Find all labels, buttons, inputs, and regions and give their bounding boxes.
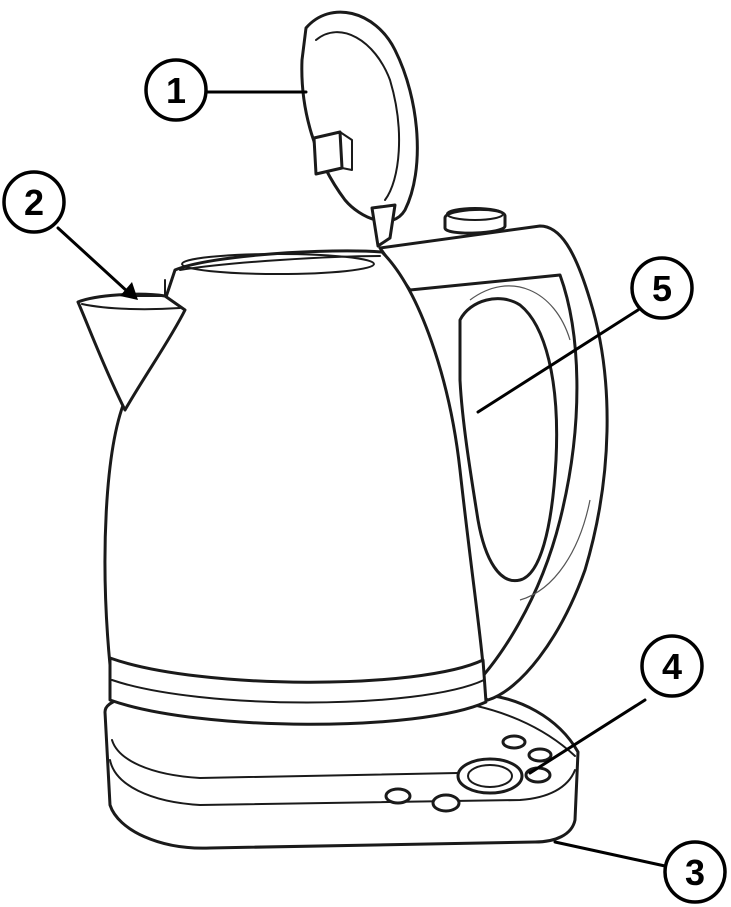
control-button — [503, 736, 525, 748]
control-button — [433, 795, 459, 811]
control-button — [529, 749, 551, 761]
callout-number-5: 5 — [652, 268, 672, 309]
callout-1: 1 — [146, 60, 206, 120]
callout-number-4: 4 — [662, 646, 682, 687]
lid-release-button — [445, 209, 505, 233]
callout-2: 2 — [4, 172, 64, 232]
leader-line-3 — [555, 842, 665, 866]
control-button — [526, 768, 550, 782]
callout-4: 4 — [642, 636, 702, 696]
callout-number-2: 2 — [24, 182, 44, 223]
kettle-lid — [302, 12, 418, 246]
callout-5: 5 — [632, 258, 692, 318]
callout-3: 3 — [665, 842, 725, 902]
leader-line-2 — [58, 228, 128, 292]
control-button — [386, 789, 410, 803]
callout-number-1: 1 — [166, 70, 186, 111]
callout-number-3: 3 — [685, 852, 705, 893]
